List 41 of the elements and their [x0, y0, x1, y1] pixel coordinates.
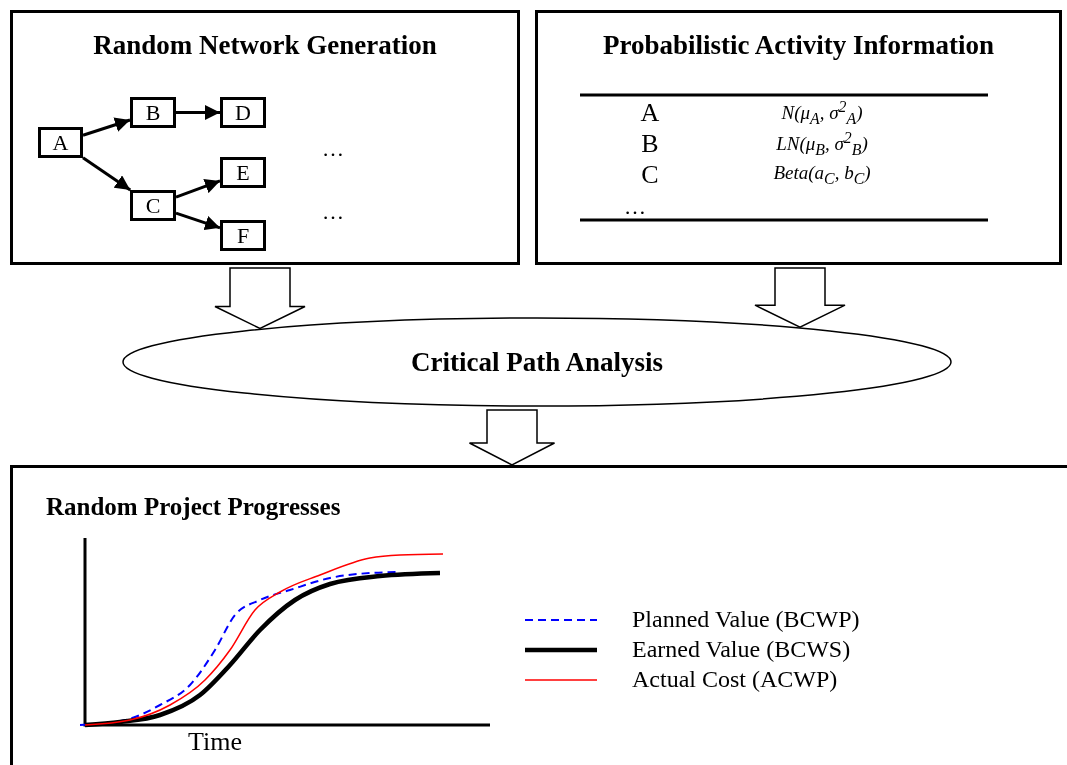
legend-label: Planned Value (BCWP) [632, 606, 860, 633]
activity-box [220, 97, 266, 128]
legend-label: Actual Cost (ACWP) [632, 666, 838, 693]
block-arrow [754, 267, 846, 329]
ellipsis: … [322, 136, 344, 162]
activity-label: C [145, 192, 161, 219]
block-arrow [214, 267, 306, 330]
activity-label: D [235, 99, 251, 126]
section-panel [10, 465, 1067, 765]
activity-box [38, 127, 83, 158]
section-title: Random Project Progresses [46, 493, 341, 521]
activity-label: E [236, 159, 250, 186]
activity-box [220, 220, 266, 251]
arrow [175, 179, 221, 199]
activity-name: C [641, 160, 659, 190]
axis-label: Time [188, 727, 242, 757]
process-ellipse [122, 317, 952, 407]
activity-label: B [145, 99, 161, 126]
section-title: Critical Path Analysis [411, 346, 663, 378]
arrow [82, 156, 132, 192]
section-title: Probabilistic Activity Information [602, 30, 995, 61]
section-panel [535, 10, 1062, 265]
arrow [175, 211, 221, 231]
activity-name: A [640, 98, 660, 128]
activity-label: F [236, 222, 250, 249]
block-arrow [468, 409, 556, 466]
section-panel [10, 10, 520, 265]
arrow [176, 105, 220, 120]
distribution-formula: LN(μ$_{B}$, σ$^{2}$$_{B}$) [776, 129, 868, 160]
section-title: Random Network Generation [92, 30, 438, 61]
distribution-formula: N(μ$_{A}$, σ$^{2}$$_{A}$) [781, 98, 863, 129]
activity-box [130, 97, 176, 128]
activity-box [130, 190, 176, 221]
ellipsis: … [322, 199, 344, 225]
distribution-formula: Beta(a$_{C}$, b$_{C}$) [773, 162, 871, 188]
legend-label: Earned Value (BCWS) [632, 636, 851, 663]
activity-name: B [641, 129, 659, 159]
activity-label: A [52, 129, 69, 156]
arrow [82, 117, 131, 137]
ellipsis: … [624, 194, 646, 220]
activity-box [220, 157, 266, 188]
